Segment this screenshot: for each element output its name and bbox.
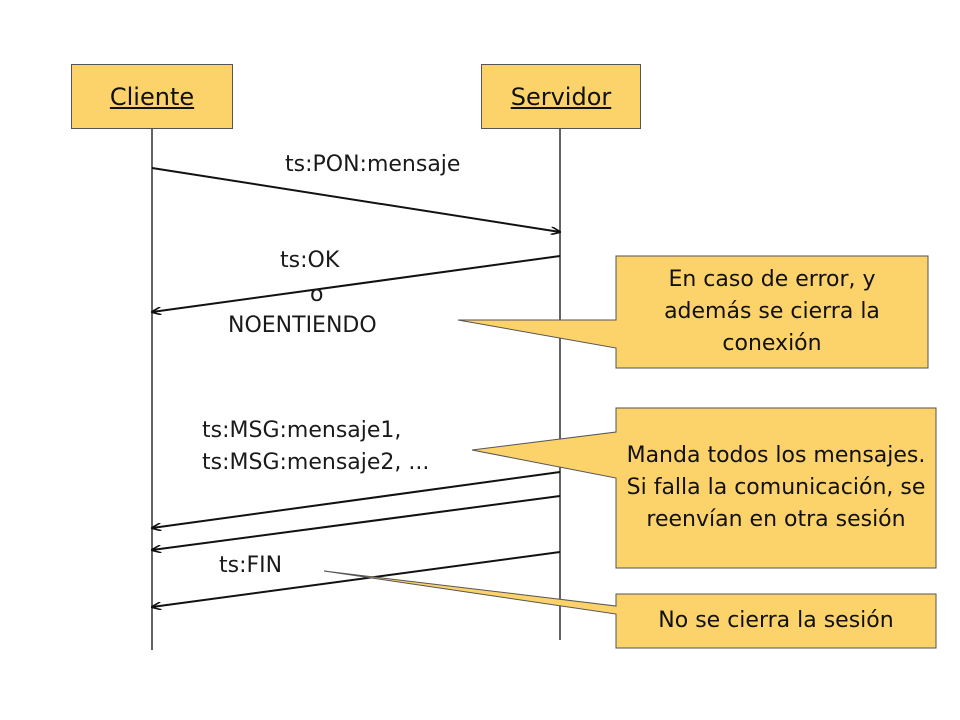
- msg-label-line2: ts:MSG:mensaje2, ...: [202, 450, 430, 475]
- client-actor-label: Cliente: [109, 82, 195, 111]
- msg-label-line1: ts:MSG:mensaje1,: [202, 418, 402, 443]
- error-note-text: En caso de error, y además se cierra la …: [664, 267, 880, 356]
- msg1-arrow: [152, 471, 561, 528]
- ok-reply-arrow: [152, 255, 561, 312]
- pon-message-arrow: [151, 167, 560, 232]
- error-callout-shape: [457, 255, 929, 369]
- fin-message-label: ts:FIN: [219, 553, 283, 578]
- msg2-arrow: [152, 495, 561, 550]
- send-all-note-text: Manda todos los mensajes. Si falla la co…: [626, 443, 926, 532]
- ok-reply-label-line1: ts:OK: [280, 248, 340, 273]
- client-actor-box: Cliente: [71, 64, 233, 129]
- pon-message-label: ts:PON:mensaje: [285, 152, 461, 177]
- no-close-note-text: No se cierra la sesión: [658, 608, 894, 633]
- ok-reply-label-line3: NOENTIENDO: [228, 313, 377, 338]
- ok-reply-label-line2: o: [310, 282, 324, 307]
- no-close-callout-shape: [323, 570, 937, 649]
- send-all-callout-shape: [471, 407, 937, 569]
- fin-arrow: [152, 551, 561, 607]
- server-actor-box: Servidor: [481, 64, 641, 129]
- server-actor-label: Servidor: [510, 82, 612, 111]
